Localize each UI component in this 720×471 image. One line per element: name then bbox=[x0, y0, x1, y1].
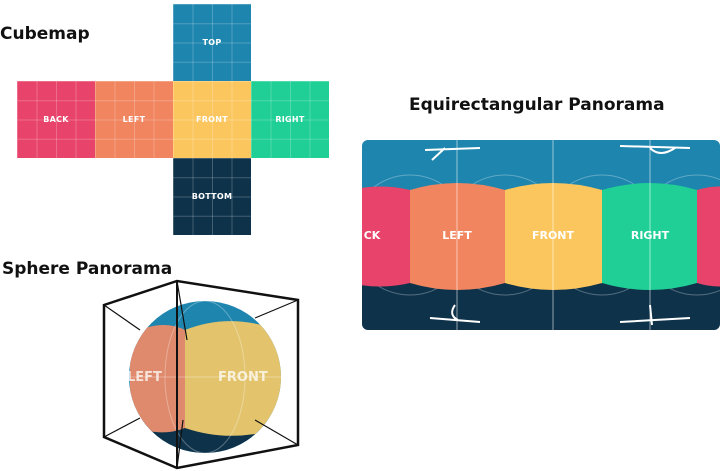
equirect-label-front: FRONT bbox=[532, 229, 575, 242]
equirect-title: Equirectangular Panorama bbox=[409, 95, 665, 115]
wireframe-cube-icon bbox=[102, 279, 300, 470]
cubemap-face-right: RIGHT bbox=[251, 81, 329, 158]
sphere-title: Sphere Panorama bbox=[2, 259, 173, 279]
cubemap-face-top: TOP bbox=[173, 4, 251, 81]
cubemap-face-front: FRONT bbox=[173, 81, 251, 158]
cubemap-face-bottom: BOTTOM bbox=[173, 158, 251, 235]
equirect-label-right: RIGHT bbox=[631, 229, 670, 242]
equirect-label-back: CK bbox=[364, 229, 381, 242]
cubemap-title: Cubemap bbox=[0, 24, 90, 44]
sphere-label-left: LEFT bbox=[127, 370, 162, 385]
cubemap-face-back: BACK bbox=[17, 81, 95, 158]
sphere-label-front: FRONT bbox=[218, 370, 268, 385]
equirect-label-left: LEFT bbox=[442, 229, 472, 242]
cubemap-face-left: LEFT bbox=[95, 81, 173, 158]
